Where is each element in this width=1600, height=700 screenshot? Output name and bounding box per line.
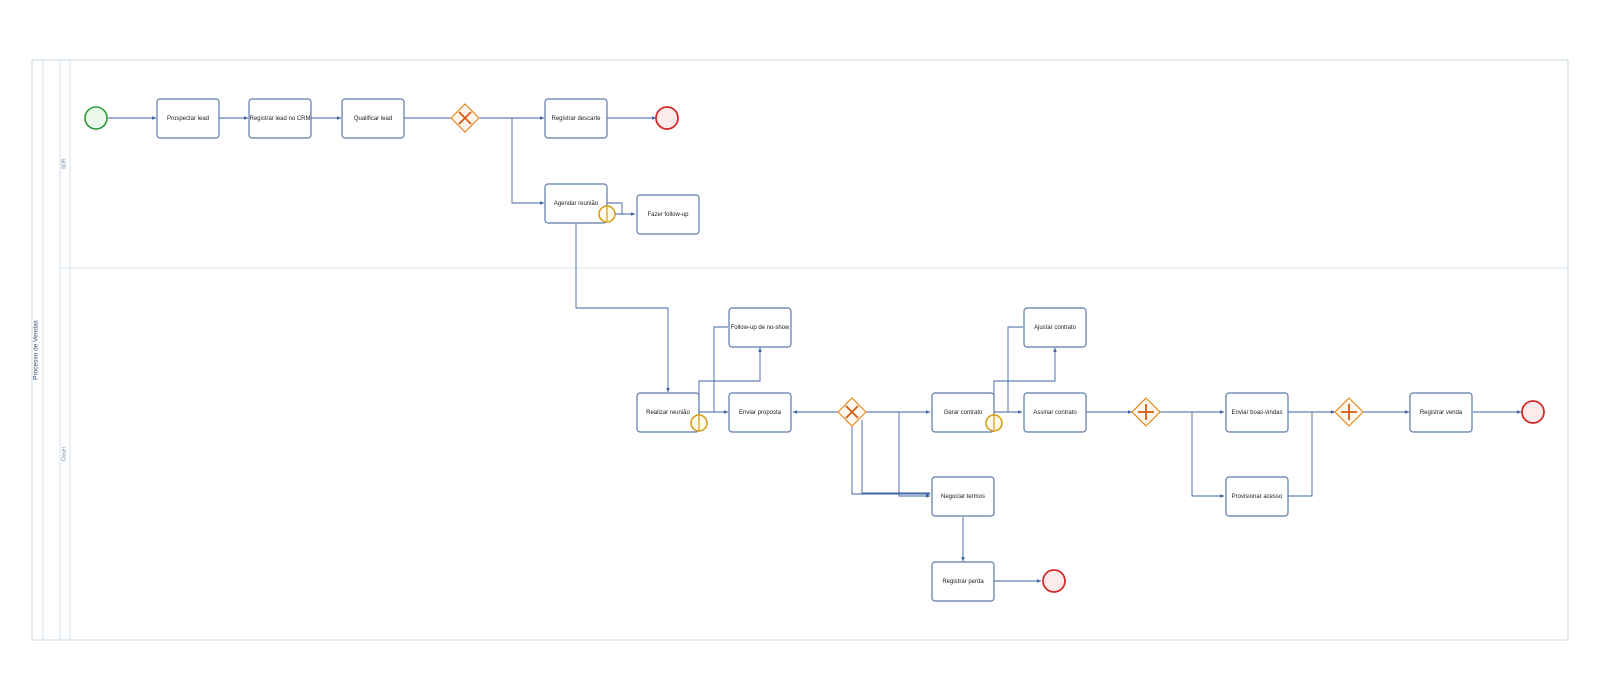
task-provisionar-acesso[interactable]: Provisionar acesso [1225,476,1289,517]
task-registrar-perda[interactable]: Registrar perda [931,561,995,602]
pool-label: Processo de Vendas [33,319,40,379]
task-label: Agendar reunião [554,201,599,207]
exclusive-gateway-proposal[interactable] [837,397,867,427]
task-label: Prospectar lead [167,116,209,122]
task-label: Registrar venda [1420,410,1463,416]
task-label: Negociar termos [941,494,985,500]
task-agendar-reuniao[interactable]: Agendar reunião [544,183,608,224]
end-event-sale[interactable] [1521,400,1545,424]
task-label: Ajustar contrato [1034,325,1077,331]
start-event[interactable] [84,106,108,130]
lane-label-sdr: SDR [62,158,68,169]
exclusive-gateway-qualification[interactable] [450,103,480,133]
task-enviar-proposta[interactable]: Enviar proposta [728,392,792,433]
task-label: Enviar proposta [739,410,782,416]
task-follow-up-no-show[interactable]: Follow-up de no-show [728,307,792,348]
task-fazer-follow-up[interactable]: Fazer follow-up [636,194,700,235]
task-label: Provisionar acesso [1232,494,1283,500]
task-realizar-reuniao[interactable]: Realizar reunião [636,392,700,433]
task-label: Qualificar lead [354,116,392,122]
lane-label-closer: Closer [62,446,68,461]
end-event-discard[interactable] [655,106,679,130]
parallel-gateway-join[interactable] [1334,397,1364,427]
task-label: Realizar reunião [646,410,690,416]
task-registrar-lead-crm[interactable]: Registrar lead no CRM [248,98,312,139]
boundary-timer-icon[interactable] [985,414,1003,432]
task-label: Fazer follow-up [647,212,689,218]
task-label: Registrar perda [942,579,984,585]
task-label: Enviar boas-vindas [1231,410,1282,416]
sequence-flows [108,116,1522,583]
task-label: Assinar contrato [1033,410,1077,416]
task-registrar-venda[interactable]: Registrar venda [1409,392,1473,433]
task-label: Gerar contrato [944,410,983,416]
task-prospectar-lead[interactable]: Prospectar lead [156,98,220,139]
task-label: Registrar lead no CRM [249,116,310,122]
pool: Processo de Vendas SDR Closer [31,59,1569,641]
task-qualificar-lead[interactable]: Qualificar lead [341,98,405,139]
task-label: Registrar descarte [551,116,601,122]
parallel-gateway-split[interactable] [1131,397,1161,427]
task-assinar-contrato[interactable]: Assinar contrato [1023,392,1087,433]
task-ajustar-contrato[interactable]: Ajustar contrato [1023,307,1087,348]
task-label: Follow-up de no-show [731,325,790,331]
end-event-loss[interactable] [1042,569,1066,593]
task-gerar-contrato[interactable]: Gerar contrato [931,392,995,433]
boundary-timer-icon[interactable] [598,205,616,223]
task-registrar-descarte[interactable]: Registrar descarte [544,98,608,139]
task-enviar-boas-vindas[interactable]: Enviar boas-vindas [1225,392,1289,433]
boundary-timer-icon[interactable] [690,414,708,432]
task-negociar-termos[interactable]: Negociar termos [931,476,995,517]
